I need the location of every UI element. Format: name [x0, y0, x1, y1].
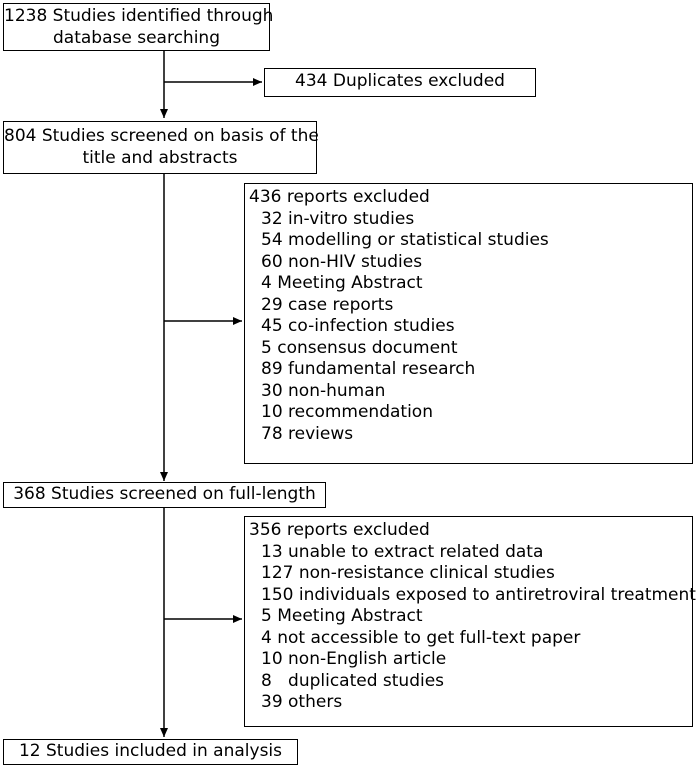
screened-full-text: 368 Studies screened on full-length	[13, 484, 316, 504]
excluded-1-item: 10 recommendation	[261, 402, 433, 422]
excluded-2-box: 356 reports excluded 13 unable to extrac…	[244, 516, 696, 727]
included-text: 12 Studies included in analysis	[18, 741, 283, 761]
excluded-2-item: 13 unable to extract related data	[261, 541, 544, 562]
excluded-1-item: 60 non-HIV studies	[261, 251, 423, 272]
excluded-1-box: 436 reports excluded 32 in-vitro studies…	[244, 183, 693, 464]
identified-line-1: 1238 Studies identified through	[4, 6, 274, 26]
excluded-1-item: 4 Meeting Abstract	[261, 273, 423, 293]
excluded-1-item: 45 co-infection studies	[261, 316, 455, 336]
included-box: 12 Studies included in analysis	[3, 739, 298, 765]
excluded-1-heading: 436 reports excluded	[249, 187, 430, 207]
excluded-2-heading: 356 reports excluded	[249, 520, 430, 540]
excluded-1-item: 54 modelling or statistical studies	[261, 230, 549, 250]
excluded-1-item: 29 case reports	[261, 294, 394, 315]
duplicates-box: 434 Duplicates excluded	[264, 68, 536, 97]
screened-title-line-1: 804 Studies screened on basis of the	[4, 126, 319, 146]
excluded-2-item: 4 not accessible to get full-text paper	[261, 627, 581, 648]
identified-line-2: database searching	[53, 27, 220, 48]
screened-full-box: 368 Studies screened on full-length	[3, 482, 326, 508]
excluded-2-item: 8 duplicated studies	[261, 670, 445, 691]
excluded-2-item: 5 Meeting Abstract	[261, 606, 423, 626]
screened-title-line-2: title and abstracts	[82, 147, 238, 168]
excluded-1-item: 5 consensus document	[261, 337, 458, 358]
excluded-1-item: 32 in-vitro studies	[261, 208, 415, 229]
excluded-2-item: 150 individuals exposed to antiretrovira…	[261, 584, 696, 605]
excluded-1-item: 89 fundamental research	[261, 359, 476, 379]
screened-title-box: 804 Studies screened on basis of the tit…	[3, 121, 319, 174]
identified-box: 1238 Studies identified through database…	[3, 3, 274, 51]
excluded-1-item: 30 non-human	[261, 380, 386, 401]
excluded-2-item: 10 non-English article	[261, 649, 447, 669]
duplicates-text: 434 Duplicates excluded	[295, 71, 505, 91]
excluded-2-item: 127 non-resistance clinical studies	[261, 563, 555, 583]
excluded-1-item: 78 reviews	[261, 423, 354, 444]
excluded-2-item: 39 others	[261, 692, 343, 712]
